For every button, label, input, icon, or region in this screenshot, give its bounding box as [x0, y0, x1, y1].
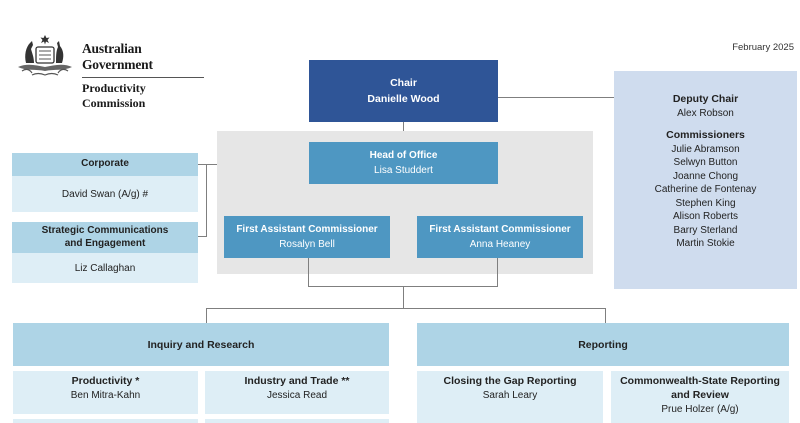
unit-title: Productivity * — [71, 375, 140, 387]
commissioner-name: Catherine de Fontenay — [654, 184, 757, 195]
unit-continuation — [13, 419, 198, 423]
deputy-chair-name: Alex Robson — [677, 107, 734, 119]
first-assistant-commissioner-box[interactable]: First Assistant Commissioner Rosalyn Bel… — [224, 216, 390, 258]
chair-title: Chair — [390, 77, 417, 89]
commissioner-name: Joanne Chong — [672, 170, 739, 182]
connector-join-down — [403, 286, 404, 308]
connector-chair-deputy — [498, 97, 614, 98]
fac-title: First Assistant Commissioner — [236, 224, 378, 235]
commissioner-name: Barry Sterland — [673, 224, 738, 236]
unit-title: Closing the Gap Reporting — [443, 375, 577, 387]
unit-industry-trade[interactable]: Industry and Trade ** Jessica Read — [205, 371, 389, 414]
connector-side-stub — [198, 236, 207, 237]
connector-groups-horizontal — [206, 308, 606, 309]
connector-fac1-down — [308, 258, 309, 287]
strategic-comms-header[interactable]: Strategic Communications and Engagement — [12, 222, 198, 253]
connector-group1-down — [206, 308, 207, 323]
unit-closing-the-gap[interactable]: Closing the Gap Reporting Sarah Leary — [417, 371, 603, 423]
commissioner-name: Martin Stokie — [676, 238, 735, 249]
fac-title: First Assistant Commissioner — [429, 224, 571, 235]
commissioner-name: Stephen King — [675, 197, 736, 209]
unit-lead: Jessica Read — [266, 390, 328, 401]
unit-commonwealth-state-reporting[interactable]: Commonwealth-State Reporting and Review … — [611, 371, 789, 423]
commissioner-name: Selwyn Button — [673, 157, 738, 168]
head-of-office-title: Head of Office — [369, 150, 438, 161]
head-of-office-name: Lisa Studdert — [374, 165, 433, 176]
coat-of-arms-icon — [18, 35, 72, 76]
fac-name: Anna Heaney — [469, 239, 531, 250]
commissioner-name: Alison Roberts — [672, 211, 739, 222]
connector-fac2-down — [497, 258, 498, 287]
logo-divider — [82, 77, 204, 78]
strategic-comms-lead: Liz Callaghan — [12, 253, 198, 283]
unit-lead: Ben Mitra-Kahn — [70, 390, 141, 401]
first-assistant-commissioner-box[interactable]: First Assistant Commissioner Anna Heaney — [417, 216, 583, 258]
unit-title: Commonwealth-State Reporting and Review — [620, 375, 780, 401]
fac-name: Rosalyn Bell — [279, 239, 335, 250]
unit-productivity[interactable]: Productivity * Ben Mitra-Kahn — [13, 371, 198, 414]
inquiry-research-header[interactable]: Inquiry and Research — [13, 323, 389, 366]
date-label: February 2025 — [732, 42, 794, 53]
unit-lead: Prue Holzer (A/g) — [661, 404, 739, 415]
unit-title: Industry and Trade ** — [244, 375, 350, 387]
connector-group2-down — [605, 308, 606, 323]
deputy-commissioners-box[interactable]: Deputy Chair Alex Robson Commissioners J… — [614, 71, 797, 289]
head-of-office-box[interactable]: Head of Office Lisa Studdert — [309, 142, 498, 184]
reporting-header[interactable]: Reporting — [417, 323, 789, 366]
agency-logo: Australian Government Productivity Commi… — [12, 33, 212, 110]
logo-line-2: Productivity Commission — [82, 81, 146, 110]
unit-lead: Sarah Leary — [482, 390, 538, 401]
connector-side-vertical — [206, 164, 207, 237]
unit-continuation — [205, 419, 389, 423]
logo-line-1: Australian Government — [82, 41, 153, 72]
commissioners-title: Commissioners — [666, 129, 745, 141]
chair-box[interactable]: Chair Danielle Wood — [309, 60, 498, 122]
corporate-lead: David Swan (A/g) # — [12, 176, 198, 212]
corporate-header[interactable]: Corporate — [12, 153, 198, 176]
commissioner-name: Julie Abramson — [671, 143, 740, 155]
deputy-chair-title: Deputy Chair — [672, 93, 739, 105]
chair-name: Danielle Wood — [367, 93, 440, 105]
